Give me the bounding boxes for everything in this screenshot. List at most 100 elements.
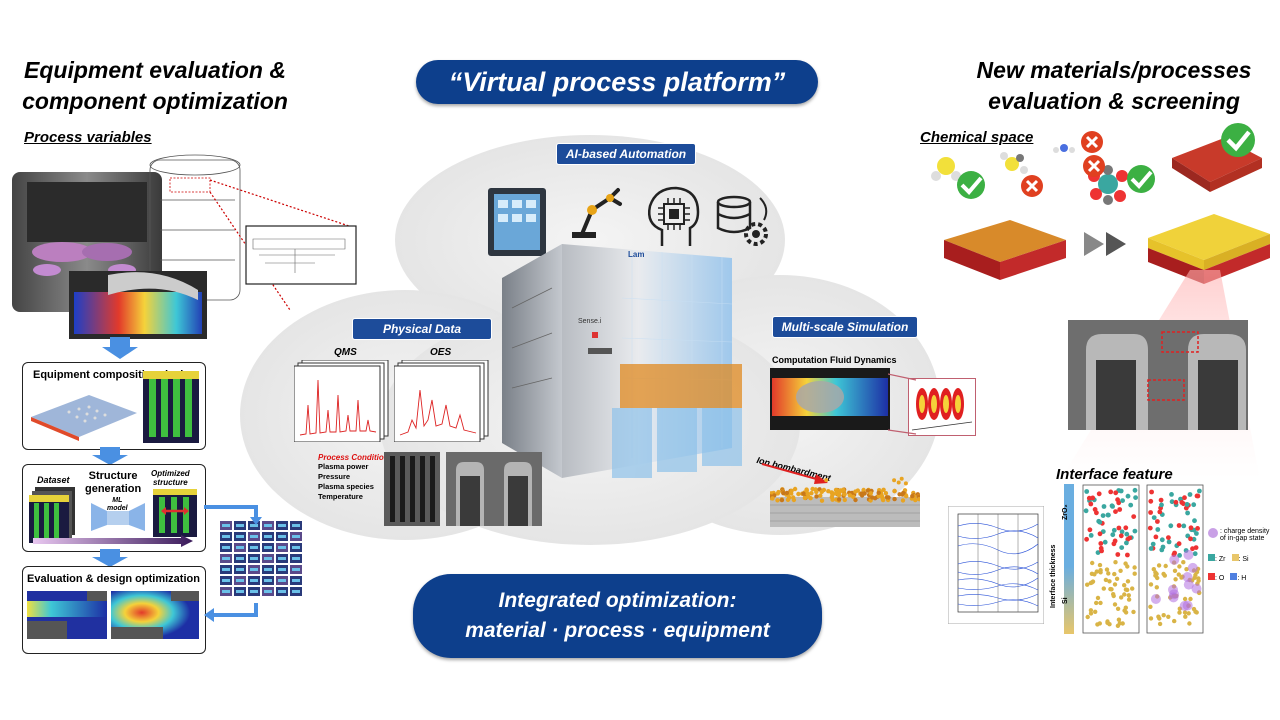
equipment-wireframe-drawing — [149, 154, 356, 311]
atom — [1184, 567, 1189, 572]
atom — [1088, 580, 1093, 586]
charge-density-line1: : charge density — [1220, 528, 1270, 535]
atom — [1154, 585, 1159, 590]
dataset-thumbnail-feature — [264, 557, 272, 560]
atom — [1095, 595, 1101, 601]
sem-trench-image-2 — [446, 452, 542, 526]
atom-cell-box — [1146, 484, 1204, 634]
md-atom — [833, 487, 839, 493]
md-atom — [818, 493, 823, 498]
atom — [1191, 536, 1197, 542]
atom — [1181, 560, 1186, 565]
dataset-thumbnail-feature — [236, 535, 244, 538]
md-atom — [876, 490, 881, 495]
atom — [1148, 604, 1153, 609]
atom — [1156, 563, 1162, 568]
atom — [1153, 534, 1159, 540]
integrated-optimization-banner: Integrated optimization: material · proc… — [413, 574, 822, 658]
atom — [1192, 518, 1197, 524]
atom — [1083, 508, 1089, 514]
atom — [1188, 525, 1194, 531]
left-title-line2: component optimization — [22, 88, 288, 114]
atom — [1126, 597, 1132, 602]
md-atom — [814, 494, 819, 499]
dataset-thumbnail-feature — [264, 524, 272, 527]
atom — [1157, 621, 1163, 627]
dataset-thumbnail-feature — [222, 524, 230, 527]
oes-spectrum-chart — [394, 360, 489, 442]
composition-mesh-image — [31, 395, 137, 441]
atom — [1111, 527, 1117, 533]
atom — [1088, 608, 1094, 613]
atom — [1118, 568, 1123, 573]
atom — [1116, 500, 1122, 506]
legend-o-text: : O — [1215, 575, 1225, 582]
legend-zr: : Zr — [1208, 554, 1226, 563]
interface-thickness-axis-label: Interface thickness — [1050, 544, 1057, 608]
md-atom — [809, 491, 814, 496]
ml-model-line1: ML — [112, 497, 123, 504]
legend-row-zr-si: : Zr : Si — [1208, 554, 1278, 563]
atom — [1159, 547, 1165, 553]
legend-charge-density: : charge density of in-gap state — [1208, 528, 1278, 542]
atom — [1176, 572, 1181, 577]
multiscale-simulation-tag: Multi-scale Simulation — [772, 316, 918, 338]
atom — [1087, 527, 1093, 533]
physical-data-tag: Physical Data — [352, 318, 492, 340]
dataset-thumbnail-feature — [236, 579, 244, 582]
md-atom — [861, 487, 866, 493]
robot-arm-icon — [572, 188, 622, 238]
atom — [1097, 562, 1103, 568]
md-atom — [904, 494, 909, 499]
dataset-thumbnail-feature — [222, 557, 230, 560]
atom — [1092, 572, 1097, 577]
atom — [1172, 618, 1177, 624]
band-structure-plot — [948, 506, 1044, 624]
atom — [1184, 502, 1190, 507]
md-ion — [824, 478, 829, 483]
md-atom — [830, 497, 835, 502]
process-condition-item: Plasma power — [318, 462, 369, 471]
md-atom — [879, 493, 884, 498]
atom — [1177, 553, 1182, 558]
dataset-thumbnail-feature — [278, 557, 286, 560]
integrated-line2: material · process · equipment — [465, 619, 770, 642]
check-icon — [957, 171, 985, 199]
atom — [1187, 621, 1192, 626]
dataset-thumbnail-feature — [250, 535, 258, 538]
composition-structure-image — [143, 371, 199, 443]
ai-brain-chip-icon — [648, 186, 700, 246]
atom — [1120, 498, 1125, 503]
cross-icon — [1083, 155, 1105, 177]
md-atom — [775, 498, 780, 503]
atom — [1116, 617, 1122, 622]
ion-bombardment-arrow — [761, 463, 828, 484]
atom — [1159, 502, 1164, 508]
md-atom — [784, 490, 790, 496]
legend-h: : H — [1230, 573, 1246, 582]
atom — [1098, 600, 1103, 606]
md-ion — [896, 480, 901, 485]
dataset-thumbnail-feature — [264, 579, 272, 582]
md-atom — [770, 496, 775, 501]
atom — [1177, 564, 1182, 569]
atom — [1133, 495, 1138, 500]
atomic-interface-model-1 — [1082, 484, 1140, 634]
charge-density-blob — [1169, 554, 1180, 565]
atom — [1188, 596, 1193, 602]
atom — [1119, 595, 1124, 600]
atom — [1103, 577, 1109, 583]
atom — [1195, 493, 1201, 499]
atom — [1093, 609, 1098, 614]
atom — [1193, 545, 1199, 550]
atom — [1186, 611, 1191, 616]
dataset-thumbnail-feature — [222, 546, 230, 549]
atom — [1148, 510, 1153, 515]
md-atom — [884, 495, 890, 500]
atom — [1155, 527, 1161, 532]
atom — [1098, 541, 1104, 546]
dataset-thumbnail-feature — [222, 590, 230, 593]
optimized-structure-image — [153, 489, 197, 537]
dataset-thumbnail-feature — [264, 590, 272, 593]
md-atom — [842, 492, 847, 497]
